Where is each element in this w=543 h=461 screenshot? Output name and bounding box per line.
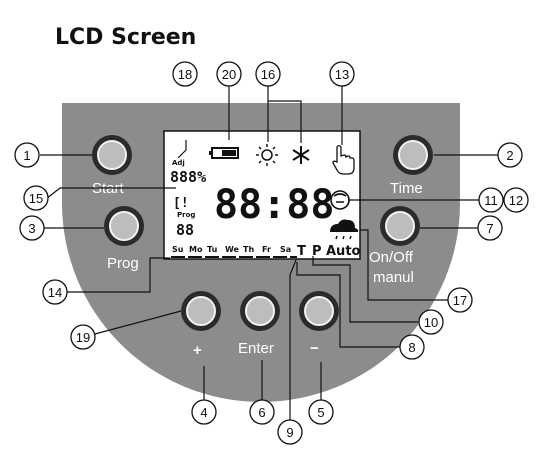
page-title: LCD Screen [55, 25, 196, 50]
day-label: Fr [262, 245, 271, 254]
day-label: We [225, 245, 240, 254]
prog-button[interactable] [104, 206, 144, 246]
onoff-button-label-line1: On/Off [369, 249, 414, 266]
callout-7: 7 [477, 215, 503, 241]
onoff-button-label-line2: manul [373, 269, 414, 286]
callout-1: 1 [14, 142, 40, 168]
snowflake-icon [292, 146, 310, 164]
svg-text:11: 11 [484, 193, 498, 208]
lcd-time: 88:88 [214, 182, 334, 228]
plus-button-label: + [193, 342, 202, 359]
lcd-days-row: Su Mo Tu We Th Fr Sa [171, 245, 297, 258]
leader-lines [40, 86, 498, 420]
callout-5: 5 [308, 399, 334, 425]
callout-14: 14 [42, 279, 68, 305]
callout-13: 13 [329, 61, 355, 87]
callout-11: 11 [478, 187, 504, 213]
svg-text:6: 6 [258, 405, 265, 420]
callout-16: 16 [255, 61, 281, 87]
svg-text:10: 10 [424, 315, 438, 330]
svg-text:13: 13 [335, 67, 349, 82]
day-label: Th [243, 245, 254, 254]
onoff-button[interactable] [380, 206, 420, 246]
rain-cloud-icon [330, 219, 359, 240]
svg-text:2: 2 [506, 148, 513, 163]
enter-button[interactable] [240, 291, 280, 331]
callout-17: 17 [447, 287, 473, 313]
svg-text:16: 16 [261, 67, 275, 82]
lcd-adj: Adj [172, 159, 185, 167]
callout-15: 15 [23, 185, 49, 211]
svg-text:14: 14 [48, 285, 62, 300]
callout-12: 12 [503, 187, 529, 213]
plus-button[interactable] [181, 291, 221, 331]
start-button[interactable] [92, 135, 132, 175]
day-label: Su [172, 245, 184, 254]
lcd-t: T [297, 244, 306, 259]
svg-text:3: 3 [28, 221, 35, 236]
svg-text:7: 7 [486, 221, 493, 236]
prog-button-label: Prog [107, 255, 139, 272]
svg-text:4: 4 [200, 405, 207, 420]
day-label: Mo [189, 245, 203, 254]
svg-text:19: 19 [76, 330, 90, 345]
callout-8: 8 [399, 334, 425, 360]
callout-19: 19 [70, 324, 96, 350]
day-label: Sa [280, 245, 291, 254]
svg-text:8: 8 [408, 340, 415, 355]
lcd-bracket: [! [173, 196, 189, 211]
callout-3: 3 [19, 215, 45, 241]
callout-18: 18 [172, 61, 198, 87]
minus-button-label: − [310, 340, 319, 357]
callout-9: 9 [277, 419, 303, 445]
callout-10: 10 [418, 309, 444, 335]
enter-button-label: Enter [238, 340, 274, 357]
lcd-percent-digits: 888% [170, 168, 206, 186]
lcd-auto: Auto [326, 244, 361, 259]
svg-text:15: 15 [29, 191, 43, 206]
time-button[interactable] [393, 135, 433, 175]
svg-text:5: 5 [317, 405, 324, 420]
svg-text:17: 17 [453, 293, 467, 308]
lcd-prog-label: Prog [177, 211, 195, 219]
callout-20: 20 [216, 61, 242, 87]
time-button-label: Time [390, 180, 423, 197]
callout-2: 2 [497, 142, 523, 168]
lcd-prog-digits: 88 [176, 221, 194, 239]
svg-text:20: 20 [222, 67, 236, 82]
day-label: Tu [207, 245, 218, 254]
svg-text:12: 12 [509, 193, 523, 208]
svg-text:9: 9 [286, 425, 293, 440]
lcd-p: P [312, 244, 322, 259]
hand-pointer-icon [332, 144, 355, 175]
sun-icon [256, 144, 278, 166]
battery-icon [209, 147, 239, 159]
callout-4: 4 [191, 399, 217, 425]
minus-button[interactable] [299, 291, 339, 331]
lcd-screen [163, 130, 361, 260]
svg-text:1: 1 [23, 148, 30, 163]
callout-6: 6 [249, 399, 275, 425]
svg-text:18: 18 [178, 67, 192, 82]
